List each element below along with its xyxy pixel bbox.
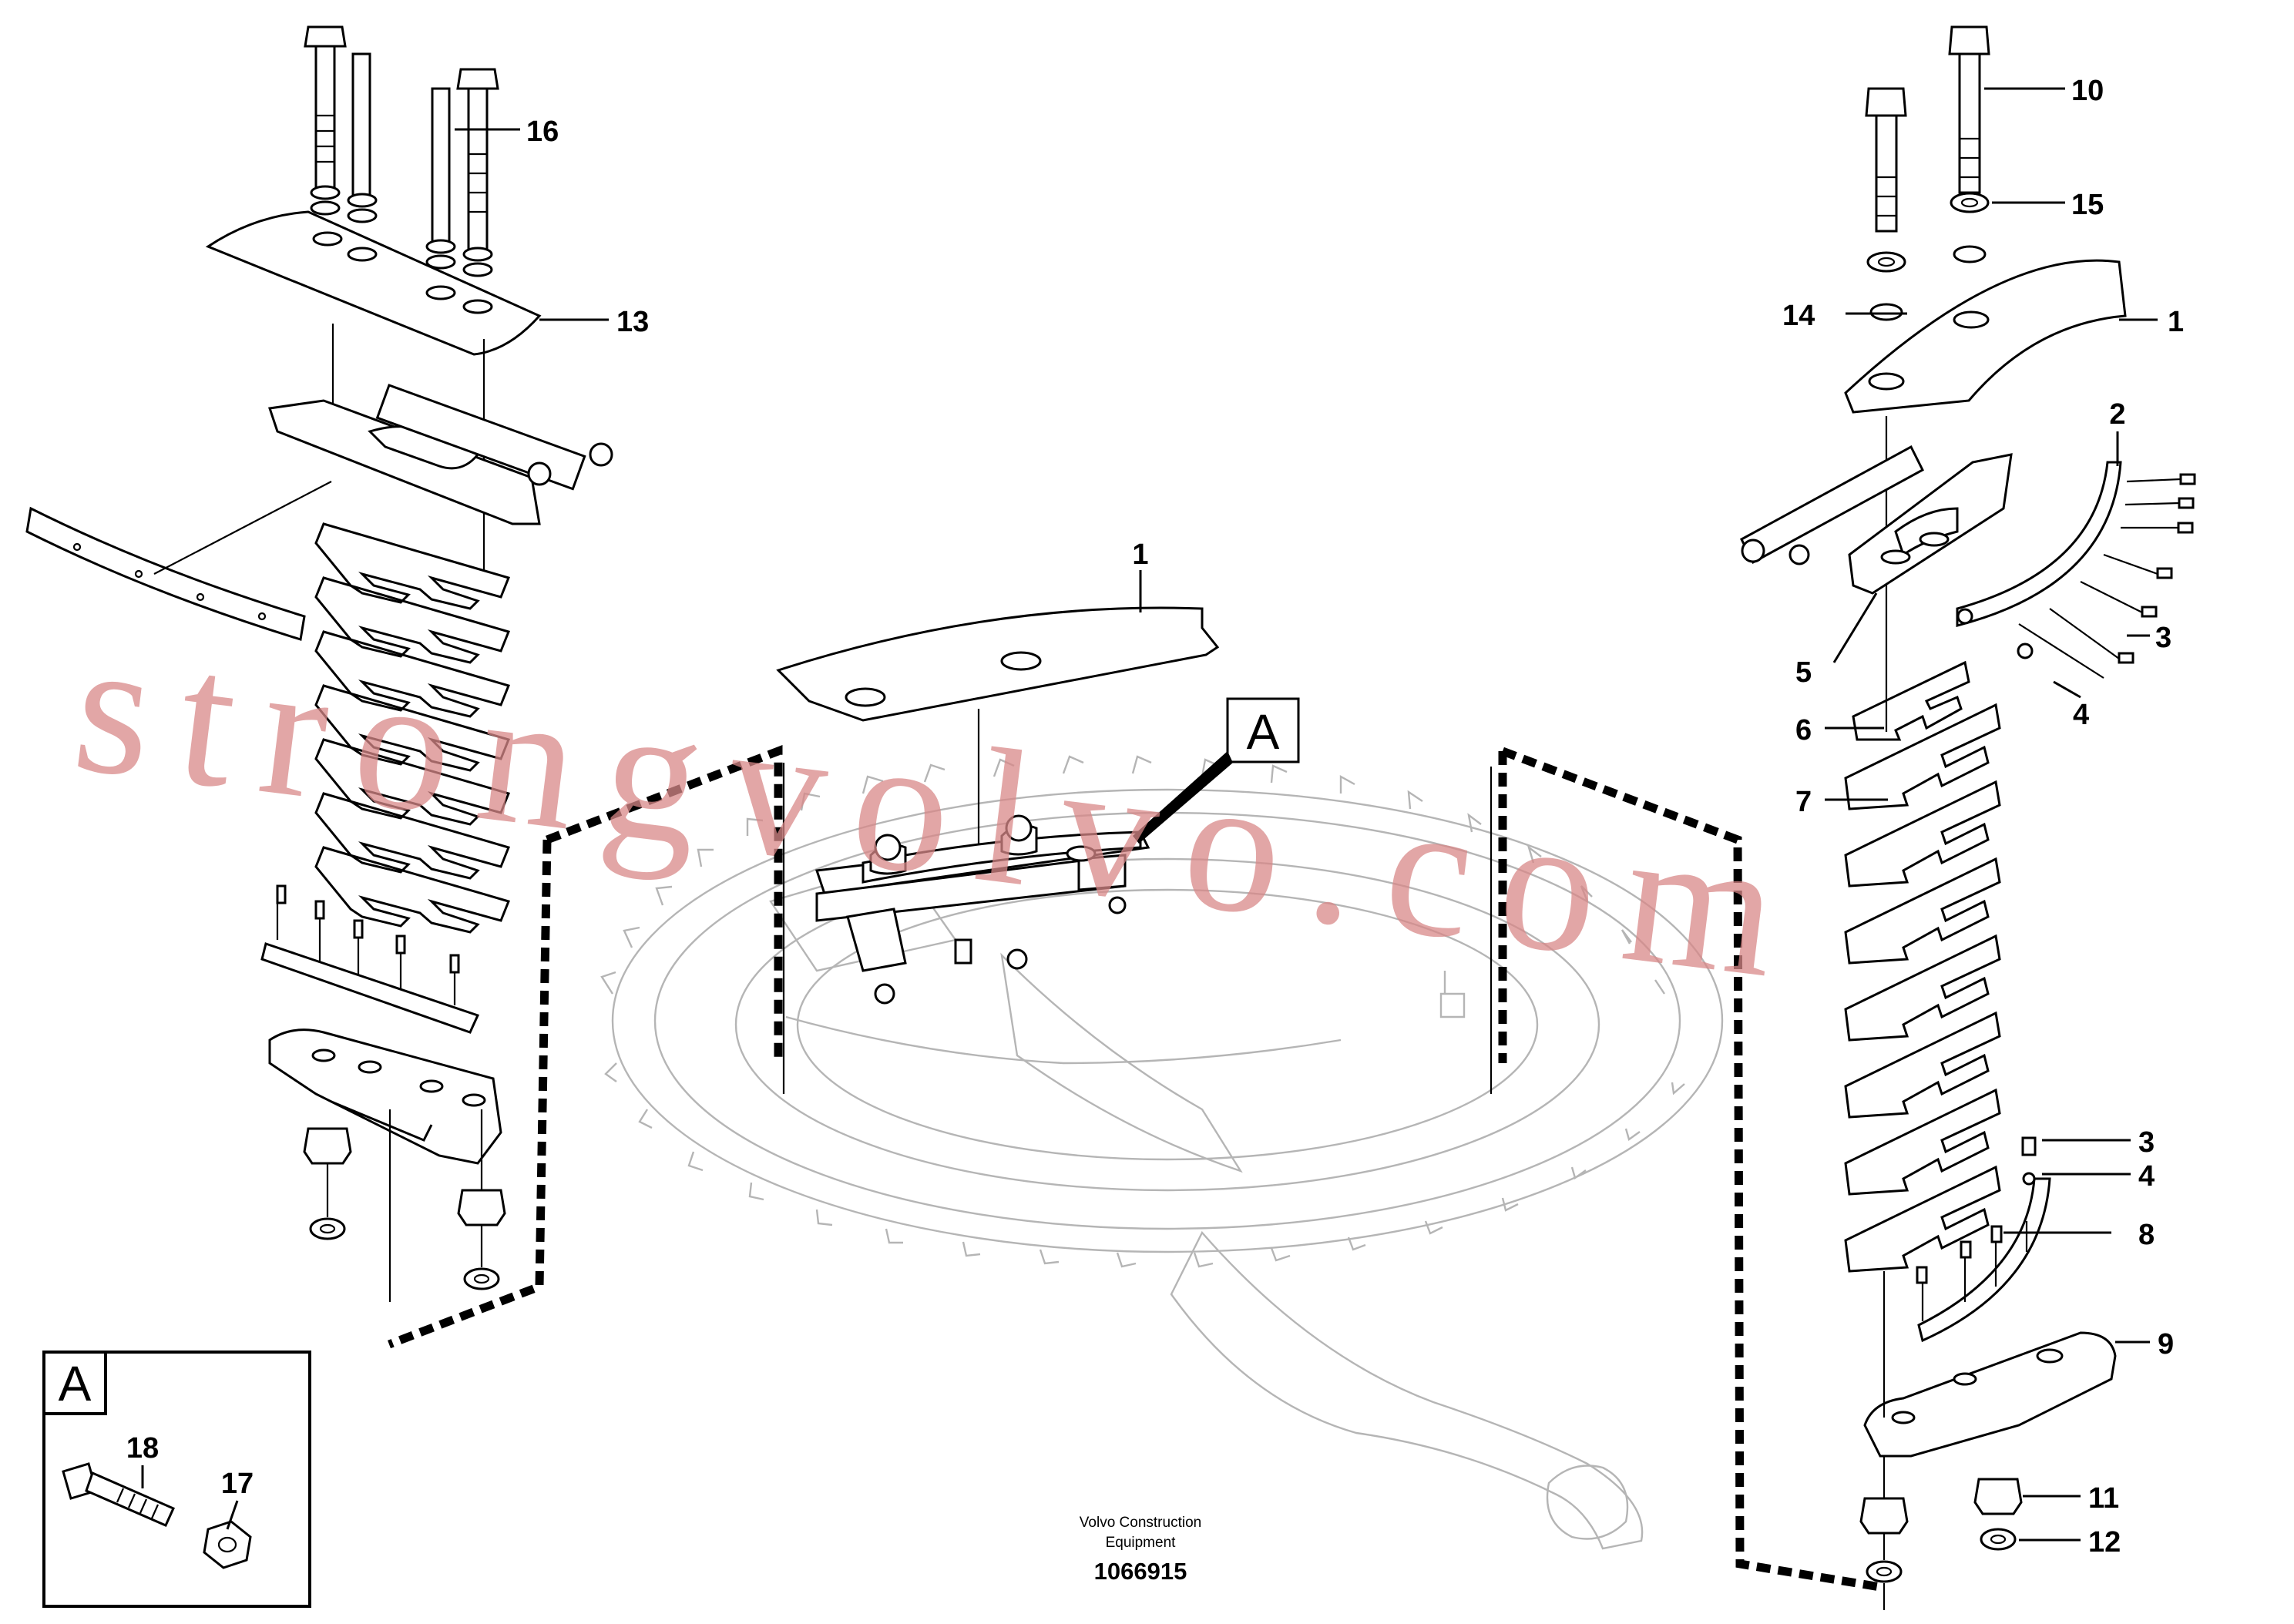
right-bolts-part-10: [1865, 25, 1990, 321]
left-nuts: [303, 1109, 506, 1290]
right-bracket-assembly: [1740, 445, 2013, 595]
callout-3-lower: 3: [2138, 1126, 2155, 1159]
drawing-caption: Volvo Construction Equipment 1066915: [1080, 1515, 1201, 1585]
callout-17: 17: [221, 1468, 254, 1500]
callout-16: 16: [526, 116, 559, 148]
detail-flag-a: A: [1133, 697, 1300, 844]
right-lower-strip: [1916, 1136, 2051, 1343]
callout-12: 12: [2088, 1526, 2121, 1559]
right-shim-stack: [1844, 660, 2001, 1273]
callout-7: 7: [1795, 786, 1812, 818]
manufacturer-line-1: Volvo Construction: [1080, 1515, 1201, 1531]
callout-11: 11: [2088, 1482, 2119, 1515]
left-bracket-assembly: [268, 384, 613, 525]
callout-14: 14: [1782, 300, 1815, 332]
manufacturer-line-2: Equipment: [1106, 1535, 1177, 1551]
left-lower-strip: [260, 884, 480, 1034]
bolt-18-shank: [85, 1471, 175, 1527]
right-bottom-bracket: [1863, 1331, 2117, 1458]
callout-3-upper: 3: [2155, 622, 2171, 654]
leader-line: [153, 481, 332, 575]
callout-leaders: [141, 87, 2158, 1542]
callout-6: 6: [1795, 714, 1812, 747]
left-plate-part-13: [205, 210, 542, 356]
detail-flag-pointer: [1133, 751, 1233, 844]
callout-2: 2: [2109, 398, 2125, 431]
callout-4-upper: 4: [2073, 699, 2089, 731]
callout-15: 15: [2071, 189, 2104, 221]
detail-view-label: A: [59, 1356, 92, 1411]
right-nuts: [1859, 1456, 2023, 1610]
housing-dashed-outline: [388, 745, 1881, 1592]
right-plate-part-1: [1844, 259, 2127, 414]
callout-10: 10: [2071, 75, 2104, 107]
left-curved-strip: [25, 506, 306, 641]
callout-1-center: 1: [1132, 539, 1148, 571]
right-curved-strip: [1956, 461, 2122, 627]
document-number: 1066915: [1094, 1558, 1187, 1585]
right-small-screws: [2017, 473, 2196, 679]
callout-13: 13: [616, 306, 649, 338]
detail-view-a: A: [42, 1351, 311, 1608]
callout-1-right: 1: [2168, 306, 2184, 338]
callout-18: 18: [126, 1432, 159, 1465]
left-shim-stack: [314, 522, 511, 934]
center-plate-part-1: [776, 606, 1220, 722]
callout-9: 9: [2158, 1328, 2174, 1361]
left-bolts-part-16: [304, 25, 499, 277]
callout-labels: 1 1 2 3 4 5 6 7 3 4 8 9 10 11 12 13 14 1…: [126, 75, 2184, 1559]
callout-5: 5: [1795, 656, 1812, 689]
left-bottom-bracket: [268, 1028, 502, 1165]
detail-flag-label: A: [1247, 704, 1280, 760]
center-bracket-assembly: [814, 814, 1150, 1005]
callout-4-lower: 4: [2138, 1160, 2155, 1193]
callout-8: 8: [2138, 1219, 2155, 1251]
